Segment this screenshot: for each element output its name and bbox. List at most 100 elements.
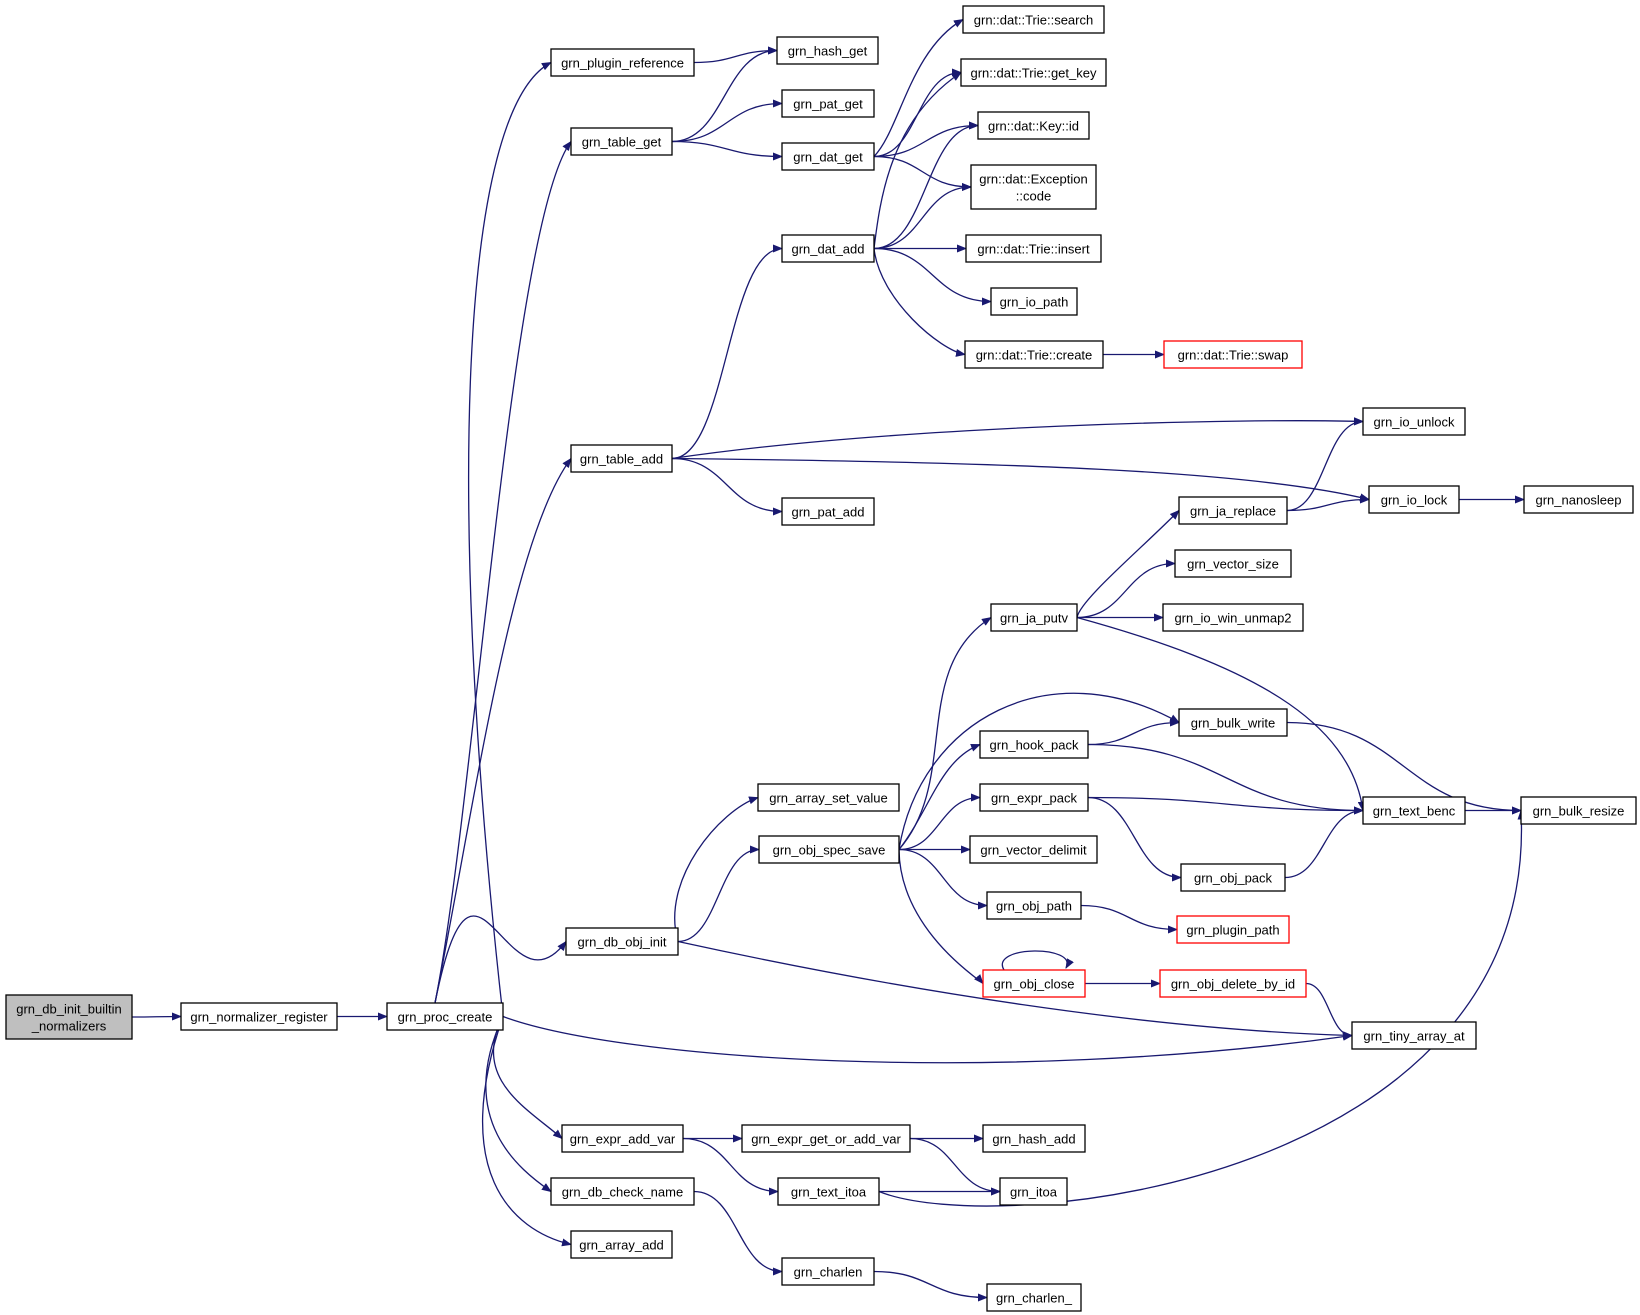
node-text-benc[interactable]: grn_text_benc <box>1362 796 1466 825</box>
node-table-add[interactable]: grn_table_add <box>570 444 673 473</box>
edge-table-add-to-pat-add <box>671 457 783 516</box>
edge-bulk-write-to-bulk-resize <box>1286 721 1522 815</box>
node-box <box>986 891 1082 920</box>
node-box <box>781 89 875 118</box>
edge-table-add-to-dat-add <box>671 244 783 460</box>
node-box <box>982 969 1086 998</box>
node-obj-close[interactable]: grn_obj_close <box>982 969 1086 998</box>
node-label: grn::dat::Trie::search <box>974 13 1093 28</box>
node-box <box>781 142 875 171</box>
node-key-id[interactable]: grn::dat::Key::id <box>977 111 1090 140</box>
node-label: grn_pat_get <box>793 97 863 112</box>
node-hash-get[interactable]: grn_hash_get <box>776 36 879 65</box>
node-label: grn_obj_spec_save <box>773 843 886 858</box>
node-trie-insert[interactable]: grn::dat::Trie::insert <box>965 234 1102 263</box>
node-label: grn_hook_pack <box>990 738 1079 753</box>
node-tiny-array-at[interactable]: grn_tiny_array_at <box>1351 1021 1477 1050</box>
node-label: grn_obj_pack <box>1194 871 1273 886</box>
node-box <box>781 234 875 263</box>
edge-dat-add-to-trie-get-key <box>873 71 962 249</box>
node-dat-add[interactable]: grn_dat_add <box>781 234 875 263</box>
node-array-set-value[interactable]: grn_array_set_value <box>757 783 900 812</box>
edge-dat-add-to-trie-create <box>873 248 966 357</box>
node-box <box>741 1124 911 1153</box>
node-trie-search[interactable]: grn::dat::Trie::search <box>962 5 1105 34</box>
edge-table-add-to-io-lock <box>671 457 1370 502</box>
node-label: grn_table_add <box>580 452 663 467</box>
node-hook-pack[interactable]: grn_hook_pack <box>979 730 1089 759</box>
node-box <box>570 127 673 156</box>
edge-table-get-to-dat-get <box>671 140 783 161</box>
node-label: grn_ja_replace <box>1190 504 1276 519</box>
node-box <box>986 1283 1082 1312</box>
node-label: grn_db_init_builtin <box>16 1002 122 1017</box>
node-vector-size[interactable]: grn_vector_size <box>1174 549 1292 578</box>
node-box <box>1178 496 1288 525</box>
node-box <box>570 444 673 473</box>
node-itoa[interactable]: grn_itoa <box>999 1177 1068 1206</box>
node-box <box>979 783 1089 812</box>
node-db-check-name[interactable]: grn_db_check_name <box>550 1177 695 1206</box>
node-box <box>1176 915 1290 944</box>
node-proc-create[interactable]: grn_proc_create <box>386 1002 504 1031</box>
node-label: grn_vector_delimit <box>980 843 1087 858</box>
node-io-unlock[interactable]: grn_io_unlock <box>1362 407 1466 436</box>
node-exception-code[interactable]: grn::dat::Exception::code <box>970 164 1097 210</box>
node-root[interactable]: grn_db_init_builtin_normalizers <box>5 994 133 1040</box>
node-label: grn_dat_add <box>791 242 864 257</box>
node-nanosleep[interactable]: grn_nanosleep <box>1523 485 1634 514</box>
edge-proc-create-to-db-obj-init <box>434 915 567 1004</box>
node-box <box>960 58 1107 87</box>
node-bulk-write[interactable]: grn_bulk_write <box>1178 708 1288 737</box>
node-dat-get[interactable]: grn_dat_get <box>781 142 875 171</box>
node-box <box>964 340 1104 369</box>
node-label: grn_array_set_value <box>769 791 888 806</box>
node-pat-add[interactable]: grn_pat_add <box>781 497 875 526</box>
node-pat-get[interactable]: grn_pat_get <box>781 89 875 118</box>
node-plugin-reference[interactable]: grn_plugin_reference <box>550 48 695 77</box>
node-hash-add[interactable]: grn_hash_add <box>982 1124 1086 1153</box>
edge-db-obj-init-to-obj-spec-save <box>677 845 760 943</box>
node-obj-pack[interactable]: grn_obj_pack <box>1180 863 1286 892</box>
node-expr-get-or-add-var[interactable]: grn_expr_get_or_add_var <box>741 1124 911 1153</box>
node-io-path[interactable]: grn_io_path <box>990 287 1078 316</box>
node-array-add[interactable]: grn_array_add <box>570 1230 673 1259</box>
node-text-itoa[interactable]: grn_text_itoa <box>777 1177 880 1206</box>
node-trie-swap[interactable]: grn::dat::Trie::swap <box>1163 340 1303 369</box>
node-vector-delimit[interactable]: grn_vector_delimit <box>969 835 1098 864</box>
node-box <box>757 783 900 812</box>
node-db-obj-init[interactable]: grn_db_obj_init <box>565 927 679 956</box>
node-label: grn_db_check_name <box>562 1185 683 1200</box>
node-expr-pack[interactable]: grn_expr_pack <box>979 783 1089 812</box>
node-normalizer-register[interactable]: grn_normalizer_register <box>180 1002 338 1031</box>
node-box <box>1178 708 1288 737</box>
node-ja-putv[interactable]: grn_ja_putv <box>990 603 1078 632</box>
edge-expr-pack-to-obj-pack <box>1087 796 1182 882</box>
node-expr-add-var[interactable]: grn_expr_add_var <box>561 1124 684 1153</box>
edge-text-itoa-to-bulk-resize <box>878 809 1526 1207</box>
edge-obj-spec-save-to-obj-path <box>898 848 988 910</box>
node-plugin-path[interactable]: grn_plugin_path <box>1176 915 1290 944</box>
node-obj-spec-save[interactable]: grn_obj_spec_save <box>758 835 900 864</box>
node-trie-create[interactable]: grn::dat::Trie::create <box>964 340 1104 369</box>
node-ja-replace[interactable]: grn_ja_replace <box>1178 496 1288 525</box>
node-obj-path[interactable]: grn_obj_path <box>986 891 1082 920</box>
node-charlen-[interactable]: grn_charlen_ <box>986 1283 1082 1312</box>
node-box <box>977 111 1090 140</box>
edge-expr-add-var-to-text-itoa <box>682 1137 779 1196</box>
edge-root-to-normalizer-register <box>131 1012 182 1021</box>
node-box <box>180 1002 338 1031</box>
node-box <box>777 1177 880 1206</box>
node-io-lock[interactable]: grn_io_lock <box>1368 485 1460 514</box>
node-trie-get-key[interactable]: grn::dat::Trie::get_key <box>960 58 1107 87</box>
node-label: grn_io_lock <box>1381 493 1448 508</box>
edge-obj-spec-save-to-ja-putv <box>898 616 992 850</box>
node-charlen[interactable]: grn_charlen <box>781 1257 875 1286</box>
node-label: grn_text_benc <box>1373 804 1456 819</box>
node-table-get[interactable]: grn_table_get <box>570 127 673 156</box>
node-obj-delete-by-id[interactable]: grn_obj_delete_by_id <box>1159 969 1307 998</box>
node-io-win-unmap2[interactable]: grn_io_win_unmap2 <box>1162 603 1304 632</box>
node-bulk-resize[interactable]: grn_bulk_resize <box>1520 796 1637 825</box>
node-box <box>969 835 1098 864</box>
